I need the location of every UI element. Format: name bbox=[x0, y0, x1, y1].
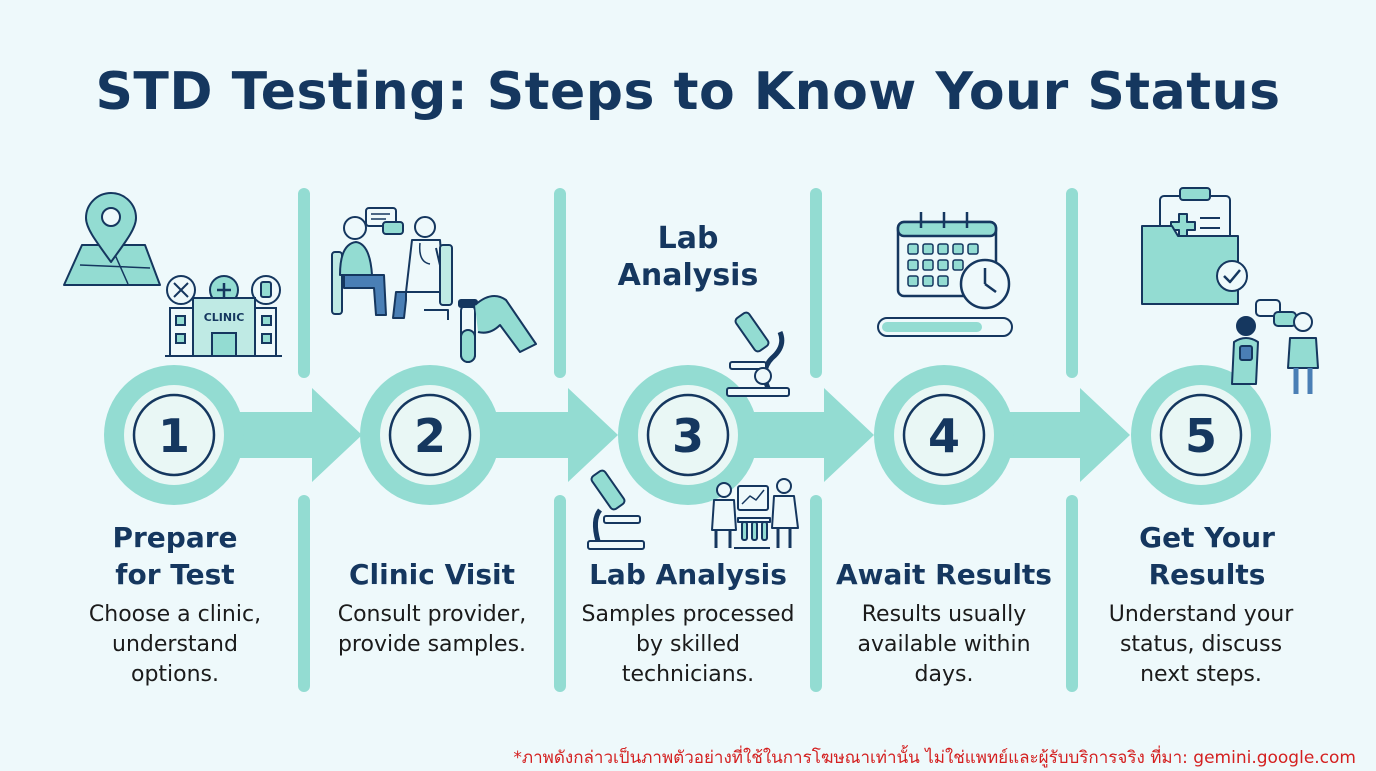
step-3-desc-line1: Samples processed bbox=[581, 602, 795, 627]
step-4-description: Results usually available within days. bbox=[824, 600, 1064, 690]
lab-label-line2: Analysis bbox=[617, 258, 759, 293]
arrow-1-2 bbox=[230, 388, 362, 482]
step-circle-3: 3 bbox=[618, 365, 758, 505]
divider-lines bbox=[298, 188, 1078, 692]
step-4-desc-line1: Results usually bbox=[861, 602, 1027, 627]
step-3-desc-line3: technicians. bbox=[621, 662, 755, 687]
arrow-4-5 bbox=[998, 388, 1130, 482]
divider-top-2 bbox=[554, 188, 566, 378]
step-2-desc-line1: Consult provider, bbox=[337, 602, 527, 627]
calendar-clock-icon bbox=[896, 212, 1011, 310]
step-4-desc-line3: days. bbox=[914, 662, 974, 687]
arrow-2-3 bbox=[486, 388, 618, 482]
divider-bottom-4 bbox=[1066, 495, 1078, 692]
step-2-title: Clinic Visit bbox=[348, 558, 516, 591]
divider-top-1 bbox=[298, 188, 310, 378]
step-circle-1: 1 bbox=[104, 365, 244, 505]
discussion-people-icon bbox=[1231, 299, 1319, 394]
step-1-description: Choose a clinic, understand options. bbox=[55, 600, 295, 690]
step-5-desc-line2: status, discuss bbox=[1119, 632, 1283, 657]
step-number-4: 4 bbox=[928, 409, 960, 463]
step-4-title: Await Results bbox=[836, 558, 1052, 591]
step-circle-4: 4 bbox=[874, 365, 1014, 505]
divider-bottom-1 bbox=[298, 495, 310, 692]
step-3-title: Lab Analysis bbox=[589, 558, 787, 591]
step-circle-5: 5 bbox=[1131, 365, 1271, 505]
test-tube-hand-icon bbox=[458, 295, 537, 363]
step-2-description: Consult provider, provide samples. bbox=[312, 600, 552, 660]
lab-label-line1: Lab bbox=[657, 221, 719, 256]
step-5-title-line2: Results bbox=[1148, 558, 1266, 591]
step-1-title-line1: Prepare bbox=[112, 521, 238, 554]
clinic-building-icon: CLINIC bbox=[165, 275, 282, 357]
arrow-3-4 bbox=[742, 388, 874, 482]
step-circle-2: 2 bbox=[360, 365, 500, 505]
step-1-desc-line1: Choose a clinic, bbox=[88, 602, 262, 627]
step-5-description: Understand your status, discuss next ste… bbox=[1081, 600, 1321, 690]
divider-top-4 bbox=[1066, 188, 1078, 378]
microscope-icon bbox=[726, 311, 790, 397]
step-5-title-line1: Get Your bbox=[1139, 521, 1275, 554]
step-number-1: 1 bbox=[158, 409, 190, 463]
map-pin-icon bbox=[63, 192, 161, 286]
step-1-title: Prepare for Test bbox=[55, 519, 295, 593]
divider-bottom-2 bbox=[554, 495, 566, 692]
lab-technicians-icon bbox=[711, 478, 799, 549]
step-1-title-line2: for Test bbox=[115, 558, 235, 591]
source-footnote: *ภาพดังกล่าวเป็นภาพตัวอย่างที่ใช้ในการโฆ… bbox=[513, 748, 1356, 768]
clinic-sign: CLINIC bbox=[204, 311, 245, 324]
step-3-desc-line2: by skilled bbox=[635, 632, 741, 657]
consultation-icon bbox=[331, 207, 453, 320]
step-5-desc-line3: next steps. bbox=[1140, 662, 1262, 687]
step-number-5: 5 bbox=[1185, 409, 1217, 463]
progress-bar-icon bbox=[877, 317, 1013, 337]
step-2-desc-line2: provide samples. bbox=[337, 632, 527, 657]
microscope-icon-lower bbox=[587, 469, 645, 550]
page-title: STD Testing: Steps to Know Your Status bbox=[95, 62, 1281, 122]
step-4-desc-line2: available within bbox=[857, 632, 1031, 657]
step-5-desc-line1: Understand your bbox=[1108, 602, 1294, 627]
step-number-2: 2 bbox=[414, 409, 446, 463]
arrow-connectors bbox=[230, 388, 1130, 482]
step-1-desc-line3: options. bbox=[130, 662, 220, 687]
lab-analysis-label: Lab Analysis bbox=[588, 220, 788, 294]
step-1-desc-line2: understand bbox=[112, 632, 238, 657]
step-number-3: 3 bbox=[672, 409, 704, 463]
divider-top-3 bbox=[810, 188, 822, 378]
medical-folder-icon bbox=[1141, 187, 1248, 305]
divider-bottom-3 bbox=[810, 495, 822, 692]
step-3-description: Samples processed by skilled technicians… bbox=[568, 600, 808, 690]
step-5-title: Get Your Results bbox=[1087, 519, 1327, 593]
